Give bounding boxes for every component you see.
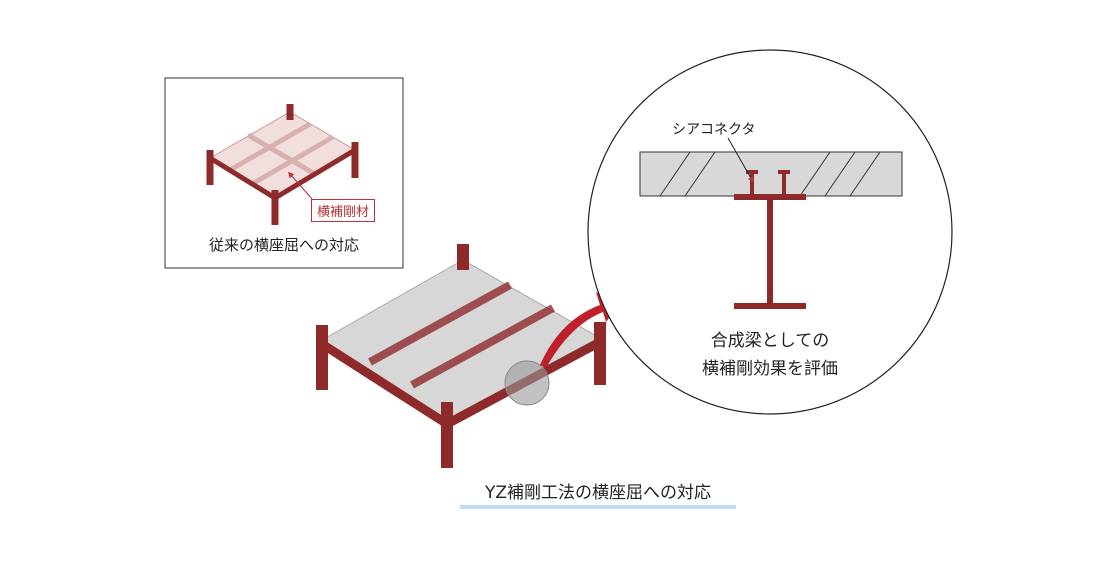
magnifier-spot [504, 360, 550, 406]
detail-text-line1: 合成梁としての [710, 331, 830, 351]
section-detail [639, 137, 903, 309]
zoom-arrow [540, 292, 622, 368]
main-caption: YZ補剛工法の横座屈への対応 [460, 478, 736, 509]
inset-caption: 従来の横座屈への対応 [208, 236, 359, 254]
shear-connector-label: シアコネクタ [672, 122, 756, 138]
yz-frame [316, 244, 606, 468]
detail-text-line2: 横補剛効果を評価 [702, 359, 838, 379]
lateral-brace-label: 横補剛材 [311, 199, 376, 222]
conventional-frame [206, 104, 359, 225]
